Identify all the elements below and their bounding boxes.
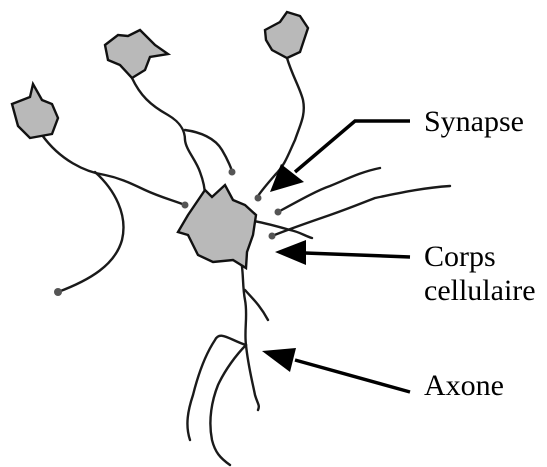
cell-body-pointer (275, 240, 410, 265)
axon (187, 255, 268, 465)
label-synapse: Synapse (424, 105, 524, 138)
label-corps: Corps (424, 240, 496, 273)
synapse-terminal (229, 169, 236, 176)
cell-body-upstream (105, 30, 168, 78)
label-axone: Axone (424, 369, 504, 402)
synapse-terminal (269, 233, 276, 240)
upstream-neuron-left (12, 84, 189, 296)
cell-body-main (178, 185, 256, 268)
synapse-terminal (54, 288, 62, 296)
label-cellulaire: cellulaire (424, 274, 536, 307)
cell-body-upstream (12, 84, 58, 138)
synapse-terminal (182, 202, 189, 209)
upstream-neuron-middle (105, 30, 236, 196)
cell-body-upstream (265, 12, 308, 58)
synapse-terminal (255, 195, 262, 202)
synapse-terminal (275, 209, 282, 216)
axon-pointer (262, 348, 410, 392)
